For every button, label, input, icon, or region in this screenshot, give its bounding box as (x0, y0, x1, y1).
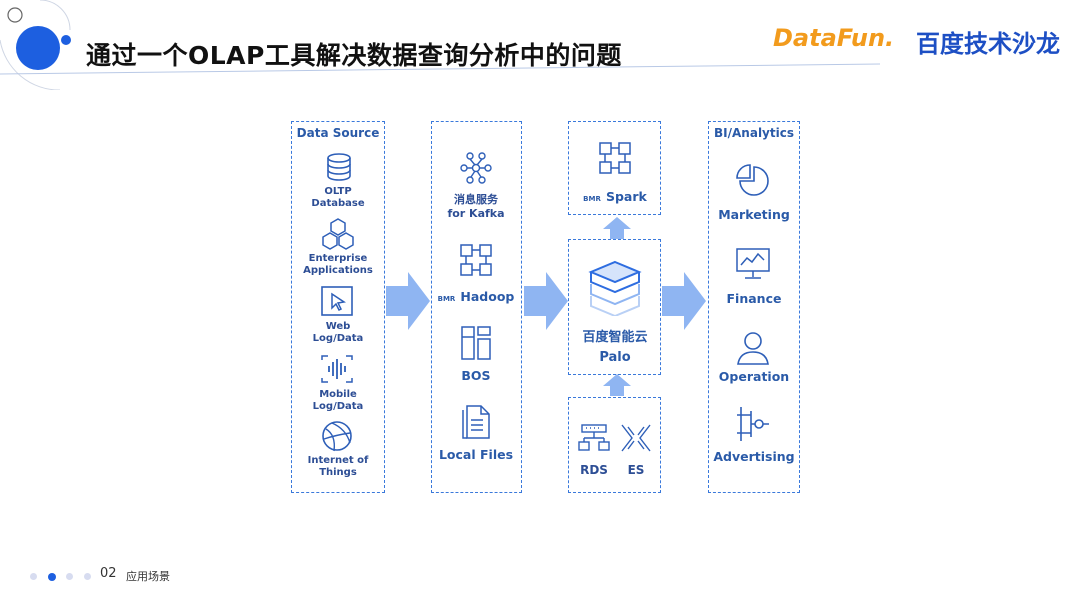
cubes-icon (322, 218, 354, 250)
flow-arrow-2 (524, 272, 568, 330)
palo-panel (568, 239, 661, 375)
rds-es-panel (568, 397, 661, 493)
header-swoosh (0, 63, 881, 75)
enterprise-applications-label: Enterprise Applications (303, 253, 373, 276)
pie-chart-icon (736, 164, 769, 196)
page-dot-3 (66, 573, 73, 580)
data-source-heading: Data Source (296, 126, 380, 140)
database-icon (327, 153, 351, 181)
ingestion-storage-panel (431, 121, 522, 493)
spark-label-group: BMR Spark (565, 186, 665, 205)
storage-blocks-icon (461, 326, 491, 360)
flow-arrow-1 (386, 272, 430, 330)
grid-boxes-icon (599, 142, 631, 174)
cursor-window-icon (321, 286, 353, 316)
monitor-chart-icon (736, 248, 770, 279)
advertising-label: Advertising (713, 449, 795, 464)
page-number: 02 (100, 566, 117, 581)
flow-arrow-3 (662, 272, 706, 330)
kafka-label: 消息服务 for Kafka (447, 193, 505, 220)
page-dot-4 (84, 573, 91, 580)
globe-icon (322, 421, 352, 452)
page-title: 通过一个OLAP工具解决数据查询分析中的问题 (86, 41, 622, 70)
bmr-prefix: BMR (583, 195, 601, 203)
data-source-panel (291, 121, 385, 493)
mobile-log-label: Mobile Log/Data (312, 389, 364, 412)
waveform-icon (321, 355, 353, 383)
bi-analytics-panel (708, 121, 800, 493)
es-label: ES (627, 463, 645, 477)
palo-label: 百度智能云 Palo (582, 330, 648, 365)
branch-icon (737, 407, 769, 441)
datafun-logo: DataFun. (773, 24, 895, 52)
grid-boxes-icon (460, 244, 492, 276)
bos-label: BOS (461, 368, 491, 383)
finance-label: Finance (726, 291, 782, 306)
file-icon (462, 405, 490, 439)
bi-analytics-heading: BI/Analytics (714, 126, 794, 140)
flow-arrow-up-palo (603, 374, 631, 396)
operation-label: Operation (718, 369, 790, 384)
hadoop-label: Hadoop (460, 289, 515, 304)
funnel-icon (621, 424, 651, 452)
marketing-label: Marketing (718, 207, 790, 222)
oltp-database-label: OLTP Database (311, 186, 365, 209)
section-name: 应用场景 (126, 570, 170, 583)
spark-panel (568, 121, 661, 215)
rds-label: RDS (580, 463, 608, 477)
baidu-salon-logo: 百度技术沙龙 (916, 30, 1060, 58)
network-nodes-icon (460, 152, 492, 184)
flow-arrow-up-spark (603, 217, 631, 239)
spark-label: Spark (605, 189, 647, 204)
server-tree-icon (578, 424, 610, 451)
page-dot-2-active (48, 573, 56, 581)
user-icon (737, 332, 769, 365)
header-decoration (0, 0, 71, 90)
local-files-label: Local Files (438, 447, 514, 462)
layers-cube-icon (588, 260, 642, 316)
page-dot-1 (30, 573, 37, 580)
web-log-label: Web Log/Data (312, 321, 364, 344)
hadoop-label-group: BMR Hadoop (426, 286, 526, 305)
iot-label: Internet of Things (307, 455, 369, 478)
bmr-prefix: BMR (437, 295, 456, 303)
